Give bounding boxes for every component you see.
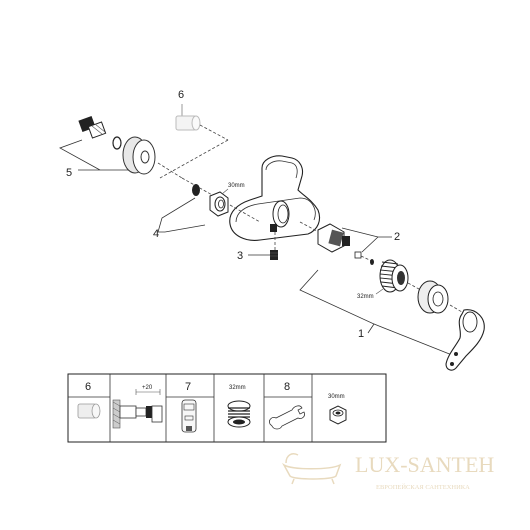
legend-cell-2-dimension: +20: [142, 385, 153, 391]
watermark-tagline: ЕВРОПЕЙСКАЯ САНТЕХНИКА: [376, 483, 470, 491]
legend-cell-5-number: 8: [284, 381, 290, 393]
callout-2: 2: [394, 231, 400, 243]
part-1-handle: [299, 269, 485, 371]
bathtub-logo: [281, 453, 342, 485]
part-6-connector: [159, 104, 229, 179]
legend-cartridge-icon: [181, 399, 197, 433]
threaded-nut-32mm: [379, 259, 409, 293]
callout-3: 3: [237, 250, 243, 262]
part-5-assembly: [59, 115, 183, 179]
escutcheon: [122, 136, 156, 175]
legend-cell-1-number: 6: [85, 381, 91, 393]
eccentric-connector: [78, 115, 107, 139]
part-2-cartridge-group: 32mm: [317, 223, 409, 300]
legend-cell-6-dimension: 30mm: [328, 394, 345, 400]
part-3-screw: [248, 250, 278, 260]
legend-hex-nut-icon: [329, 405, 347, 425]
legend-cell-3-number: 7: [185, 381, 191, 393]
accessory-legend-table: 6 +20 7 32mm: [67, 373, 387, 443]
watermark-brand: LUX-SANTEH: [355, 452, 494, 477]
callout-4: 4: [153, 228, 159, 240]
legend-cell-4-dimension: 32mm: [229, 385, 246, 391]
callout-5: 5: [66, 167, 72, 179]
dimension-30mm: 30mm: [228, 183, 245, 189]
legend-threaded-nut-icon: [227, 400, 251, 428]
callout-6: 6: [178, 89, 184, 101]
part-4-nut: 30mm: [157, 177, 245, 233]
cartridge: [317, 223, 350, 253]
legend-wrench-icon: [269, 405, 305, 430]
handle-cap: [417, 280, 449, 314]
hex-nut: [209, 191, 229, 217]
dimension-32mm: 32mm: [357, 294, 374, 300]
legend-extension-icon: [112, 389, 163, 429]
mixer-body: [229, 155, 331, 255]
legend-connector-icon: [77, 403, 101, 419]
callout-1: 1: [358, 328, 364, 340]
lux-santeh-watermark: LUX-SANTEH ЕВРОПЕЙСКАЯ САНТЕХНИКА: [281, 452, 494, 491]
lever-handle: [445, 309, 485, 371]
